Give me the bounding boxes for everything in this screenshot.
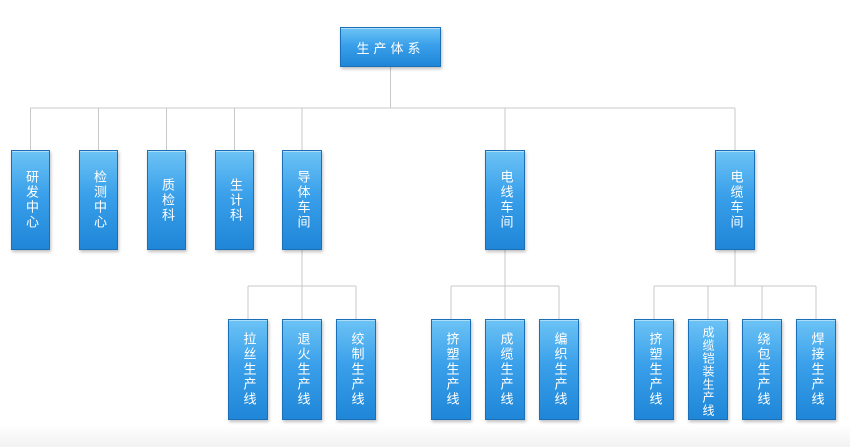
node-label: 绞制生产线 <box>348 332 364 407</box>
node-label: 质检科 <box>159 177 174 223</box>
node-label: 生产体系 <box>356 41 425 57</box>
node-label: 电缆车间 <box>727 170 743 230</box>
node-cable-extrusion-line[interactable]: 挤塑生产线 <box>634 319 674 420</box>
node-wire-workshop[interactable]: 电线车间 <box>485 150 525 250</box>
node-label: 编织生产线 <box>551 332 567 407</box>
node-label: 导体车间 <box>294 170 310 230</box>
node-welding-line[interactable]: 焊接生产线 <box>796 319 836 420</box>
node-production-planning[interactable]: 生计科 <box>215 150 254 250</box>
node-label: 退火生产线 <box>294 332 310 407</box>
node-wrapping-line[interactable]: 绕包生产线 <box>742 319 782 420</box>
node-label: 生计科 <box>227 177 242 223</box>
node-label: 拉丝生产线 <box>240 332 256 407</box>
node-cabling-armoring-line[interactable]: 成缆铠装生产线 <box>688 319 728 420</box>
node-label: 检测中心 <box>91 170 106 230</box>
node-label: 挤塑生产线 <box>646 332 662 407</box>
node-annealing-line[interactable]: 退火生产线 <box>282 319 322 420</box>
node-conductor-workshop[interactable]: 导体车间 <box>282 150 322 250</box>
node-quality-inspection[interactable]: 质检科 <box>147 150 186 250</box>
node-label: 绕包生产线 <box>754 332 770 407</box>
node-drawing-line[interactable]: 拉丝生产线 <box>228 319 268 420</box>
node-wire-cabling-line[interactable]: 成缆生产线 <box>485 319 525 420</box>
node-rd-center[interactable]: 研发中心 <box>11 150 50 250</box>
node-label: 焊接生产线 <box>808 332 824 407</box>
node-braiding-line[interactable]: 编织生产线 <box>539 319 579 420</box>
node-label: 电线车间 <box>497 170 513 230</box>
node-inspection-center[interactable]: 检测中心 <box>79 150 118 250</box>
node-label: 成缆铠装生产线 <box>701 325 715 417</box>
node-wire-extrusion-line[interactable]: 挤塑生产线 <box>431 319 471 420</box>
node-label: 成缆生产线 <box>497 332 513 407</box>
floor-reflection <box>0 425 850 447</box>
node-label: 挤塑生产线 <box>443 332 459 407</box>
node-label: 研发中心 <box>23 170 38 230</box>
node-production-system[interactable]: 生产体系 <box>340 27 441 67</box>
node-stranding-line[interactable]: 绞制生产线 <box>336 319 376 420</box>
node-cable-workshop[interactable]: 电缆车间 <box>715 150 755 250</box>
